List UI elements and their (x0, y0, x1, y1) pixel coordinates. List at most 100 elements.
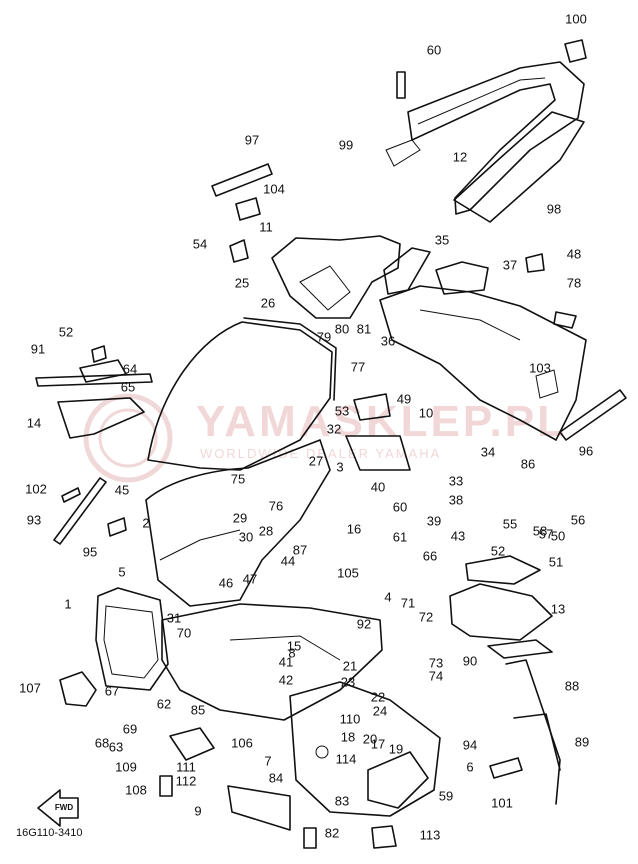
callout-9: 9 (194, 803, 201, 818)
callout-96: 96 (579, 443, 593, 458)
callout-59: 59 (439, 788, 453, 803)
callout-42: 42 (279, 672, 293, 687)
callout-57: 57 (539, 526, 553, 541)
callout-43: 43 (451, 528, 465, 543)
callout-95: 95 (83, 544, 97, 559)
callout-65: 65 (121, 379, 135, 394)
callout-24: 24 (373, 703, 387, 718)
callout-101: 101 (491, 795, 513, 810)
callout-60: 60 (427, 42, 441, 57)
callout-5: 5 (118, 564, 125, 579)
callout-2: 2 (142, 515, 149, 530)
callout-71: 71 (401, 595, 415, 610)
callout-61: 61 (393, 529, 407, 544)
callout-112: 112 (176, 773, 197, 788)
callout-40: 40 (371, 479, 385, 494)
callout-104: 104 (263, 181, 285, 196)
callout-74: 74 (429, 668, 443, 683)
callout-21: 21 (343, 658, 357, 673)
watermark-main-text: YAMASKLEP.PL (196, 397, 567, 446)
callout-13: 13 (551, 601, 565, 616)
callout-50: 50 (551, 528, 565, 543)
callout-56: 56 (571, 512, 585, 527)
callout-55: 55 (503, 516, 517, 531)
callout-92: 92 (357, 616, 371, 631)
callout-107: 107 (19, 680, 41, 695)
callout-19: 19 (389, 741, 403, 756)
callout-110: 110 (340, 711, 361, 726)
callout-64: 64 (123, 361, 137, 376)
callout-52: 52 (491, 543, 505, 558)
callout-14: 14 (27, 415, 41, 430)
diagram-code: 16G110-3410 (16, 827, 82, 839)
callout-100: 100 (565, 11, 587, 26)
callout-35: 35 (435, 232, 449, 247)
callout-91: 91 (31, 341, 45, 356)
callout-68: 68 (95, 735, 109, 750)
callout-41: 41 (279, 654, 293, 669)
callout-52-b: 52 (59, 324, 73, 339)
callout-18: 18 (341, 729, 355, 744)
callout-45: 45 (115, 482, 129, 497)
callout-81: 81 (357, 321, 371, 336)
callout-16: 16 (347, 521, 361, 536)
callout-3: 3 (336, 459, 343, 474)
callout-62: 62 (157, 696, 171, 711)
callout-60-b: 60 (393, 499, 407, 514)
fwd-arrow: FWD (37, 789, 79, 827)
callout-54: 54 (193, 236, 207, 251)
callout-58: 58 (533, 523, 547, 538)
callout-22: 22 (371, 689, 385, 704)
callout-33: 33 (449, 473, 463, 488)
callout-67: 67 (105, 683, 119, 698)
callout-47: 47 (243, 571, 257, 586)
callout-106: 106 (231, 735, 253, 750)
callout-29: 29 (233, 510, 247, 525)
callout-93: 93 (27, 512, 41, 527)
callout-105: 105 (337, 565, 359, 580)
callout-99: 99 (339, 137, 353, 152)
callout-34: 34 (481, 444, 495, 459)
callout-66: 66 (423, 548, 437, 563)
callout-73: 73 (429, 655, 443, 670)
callout-23: 23 (341, 674, 355, 689)
callout-94: 94 (463, 737, 477, 752)
callout-86: 86 (521, 456, 535, 471)
watermark-sub-text: WORLDWIDE DEALER YAMAHA (200, 446, 441, 461)
callout-27: 27 (309, 453, 323, 468)
fwd-label: FWD (55, 803, 73, 812)
callout-20: 20 (363, 731, 377, 746)
callout-79: 79 (317, 329, 331, 344)
callout-26: 26 (261, 295, 275, 310)
callout-4: 4 (384, 589, 391, 604)
callout-83: 83 (335, 793, 349, 808)
callout-63: 63 (109, 739, 123, 754)
callout-1: 1 (64, 596, 71, 611)
callout-53: 53 (335, 403, 349, 418)
callout-44: 44 (281, 553, 295, 568)
callout-103: 103 (529, 360, 551, 375)
callout-88: 88 (565, 678, 579, 693)
callout-39: 39 (427, 513, 441, 528)
callout-8: 8 (288, 645, 295, 660)
callout-17: 17 (371, 736, 385, 751)
callout-25: 25 (235, 275, 249, 290)
callout-109: 109 (115, 759, 137, 774)
callout-111: 111 (176, 759, 196, 774)
callout-98: 98 (547, 201, 561, 216)
callout-84: 84 (269, 770, 283, 785)
callout-80: 80 (335, 321, 349, 336)
callout-70: 70 (177, 625, 191, 640)
callout-49: 49 (397, 391, 411, 406)
callout-30: 30 (239, 529, 253, 544)
callout-labels: 1234567891011121314151617181920212223242… (19, 11, 593, 842)
watermark: YAMASKLEP.PL WORLDWIDE DEALER YAMAHA (83, 393, 567, 483)
callout-69: 69 (123, 721, 137, 736)
callout-6: 6 (466, 759, 473, 774)
callout-11: 11 (259, 219, 273, 234)
callout-51: 51 (549, 554, 563, 569)
callout-15: 15 (287, 638, 301, 653)
callout-113: 113 (420, 827, 441, 842)
callout-102: 102 (25, 481, 47, 496)
callout-114: 114 (336, 751, 357, 766)
